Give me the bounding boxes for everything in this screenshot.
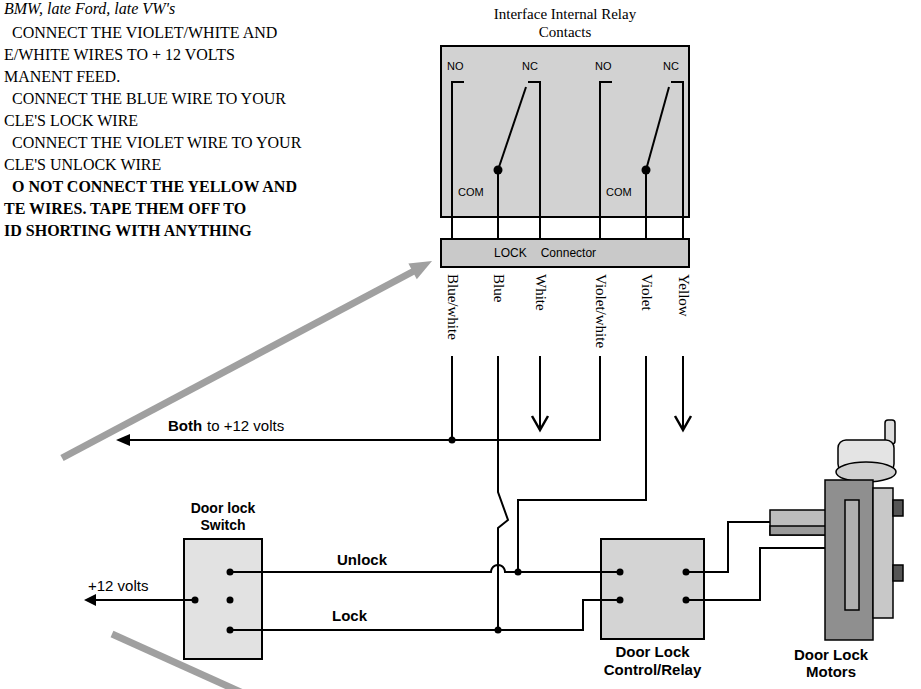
wire-color: White: [531, 274, 548, 311]
instruction-text: CONNECT THE VIOLET/WHITE AND: [12, 24, 277, 42]
control-relay-title: Door Lock Control/Relay: [592, 643, 714, 679]
contact-label: COM: [606, 186, 632, 199]
terminal-dot: [683, 569, 690, 576]
motor-housing: [770, 510, 830, 535]
terminal-dot: [227, 627, 234, 634]
terminal-dot: [683, 597, 690, 604]
switch-title: Door lock Switch: [177, 500, 269, 534]
terminal-dot: [227, 597, 234, 604]
wire-label: Unlock: [335, 551, 389, 568]
blue-white-wire: [451, 356, 453, 440]
yellow-wire: [682, 356, 684, 428]
terminal-dot: [227, 569, 234, 576]
wire-connector: [451, 218, 453, 238]
wire-connector: [645, 218, 647, 238]
terminal-dot: [192, 597, 199, 604]
instruction-text: CLE'S UNLOCK WIRE: [4, 156, 161, 174]
relay-title: Interface Internal Relay Contacts: [477, 5, 653, 41]
wire-connector: [263, 600, 600, 630]
warning-text: O NOT CONNECT THE YELLOW AND: [12, 178, 297, 196]
note-heading: BMW, late Ford, late VW's: [4, 0, 175, 18]
terminal-lead: [230, 571, 263, 573]
nc-contact: [528, 82, 540, 218]
pointer-arrowhead: [408, 261, 432, 279]
wire-connector: [682, 218, 684, 238]
relay-terminals: [600, 538, 705, 640]
com-lead: [497, 170, 499, 218]
motor-gear: [845, 500, 859, 610]
switch-box: Door lock Switch: [183, 538, 263, 660]
connector-name: LOCK: [494, 246, 527, 260]
junction-dot: [449, 437, 456, 444]
relay-blade: [646, 87, 669, 170]
wire-connector: [263, 565, 600, 572]
motor-tab: [893, 500, 903, 516]
supply-wire: [94, 599, 183, 601]
instruction-text: CLE'S LOCK WIRE: [4, 112, 138, 130]
terminal-dot: [617, 569, 624, 576]
wire-connector: [599, 218, 601, 238]
com-pivot: [642, 166, 651, 175]
motor-collar: [836, 462, 896, 482]
wire-end-arrow: [675, 416, 691, 430]
instruction-text: CONNECT THE VIOLET WIRE TO YOUR: [12, 134, 301, 152]
motor-plate: [873, 488, 893, 618]
nc-contact: [671, 82, 683, 218]
terminal-lead: [230, 629, 263, 631]
motor-label: Door Lock Motors: [785, 646, 877, 681]
pointer-arrow: [62, 271, 414, 458]
wire-label: Lock: [330, 607, 369, 624]
contact-label: NO: [595, 60, 612, 73]
supply-label: +12 volts: [88, 577, 148, 594]
connector-box: LOCK Connector: [440, 238, 690, 268]
wire-color: Blue/white: [443, 274, 460, 340]
terminal-dot: [617, 597, 624, 604]
white-wire: [539, 356, 541, 428]
wire-arrowhead: [84, 594, 96, 606]
contact-label: NC: [522, 60, 538, 73]
control-relay-box: Door Lock Control/Relay: [600, 538, 705, 640]
relay-blade: [498, 87, 526, 170]
contact-label: NO: [447, 60, 464, 73]
contact-label: NC: [663, 60, 679, 73]
instruction-text: MANENT FEED.: [4, 68, 120, 86]
supply-note: to +12 volts: [207, 417, 284, 434]
wire-color: Yellow: [674, 274, 691, 317]
contact-label: COM: [458, 186, 484, 199]
motor-tab: [893, 565, 903, 581]
com-pivot: [494, 166, 503, 175]
com-lead: [645, 170, 647, 218]
violet-white-wire: [128, 356, 600, 440]
blue-wire: [498, 356, 508, 630]
switch-terminals: [183, 538, 263, 660]
wire-arrowhead: [116, 434, 130, 446]
wire-end-arrow: [532, 416, 548, 430]
wire-color: Violet/white: [591, 274, 608, 348]
motor-housing: [770, 526, 830, 535]
warning-text: ID SHORTING WITH ANYTHING: [4, 222, 252, 240]
door-lock-motor: [770, 420, 903, 640]
wire-color: Violet: [637, 274, 654, 311]
wire-connector: [539, 218, 541, 238]
motor-body: [825, 480, 873, 640]
motor-wire: [705, 548, 825, 600]
instruction-text: CONNECT THE BLUE WIRE TO YOUR: [12, 90, 286, 108]
wire-color: Blue: [489, 274, 506, 302]
wire-connector: [497, 218, 499, 238]
instruction-text: E/WHITE WIRES TO + 12 VOLTS: [4, 46, 235, 64]
warning-text: TE WIRES. TAPE THEM OFF TO: [4, 200, 246, 218]
supply-note: Both: [168, 417, 202, 434]
connector-name: Connector: [541, 246, 596, 260]
